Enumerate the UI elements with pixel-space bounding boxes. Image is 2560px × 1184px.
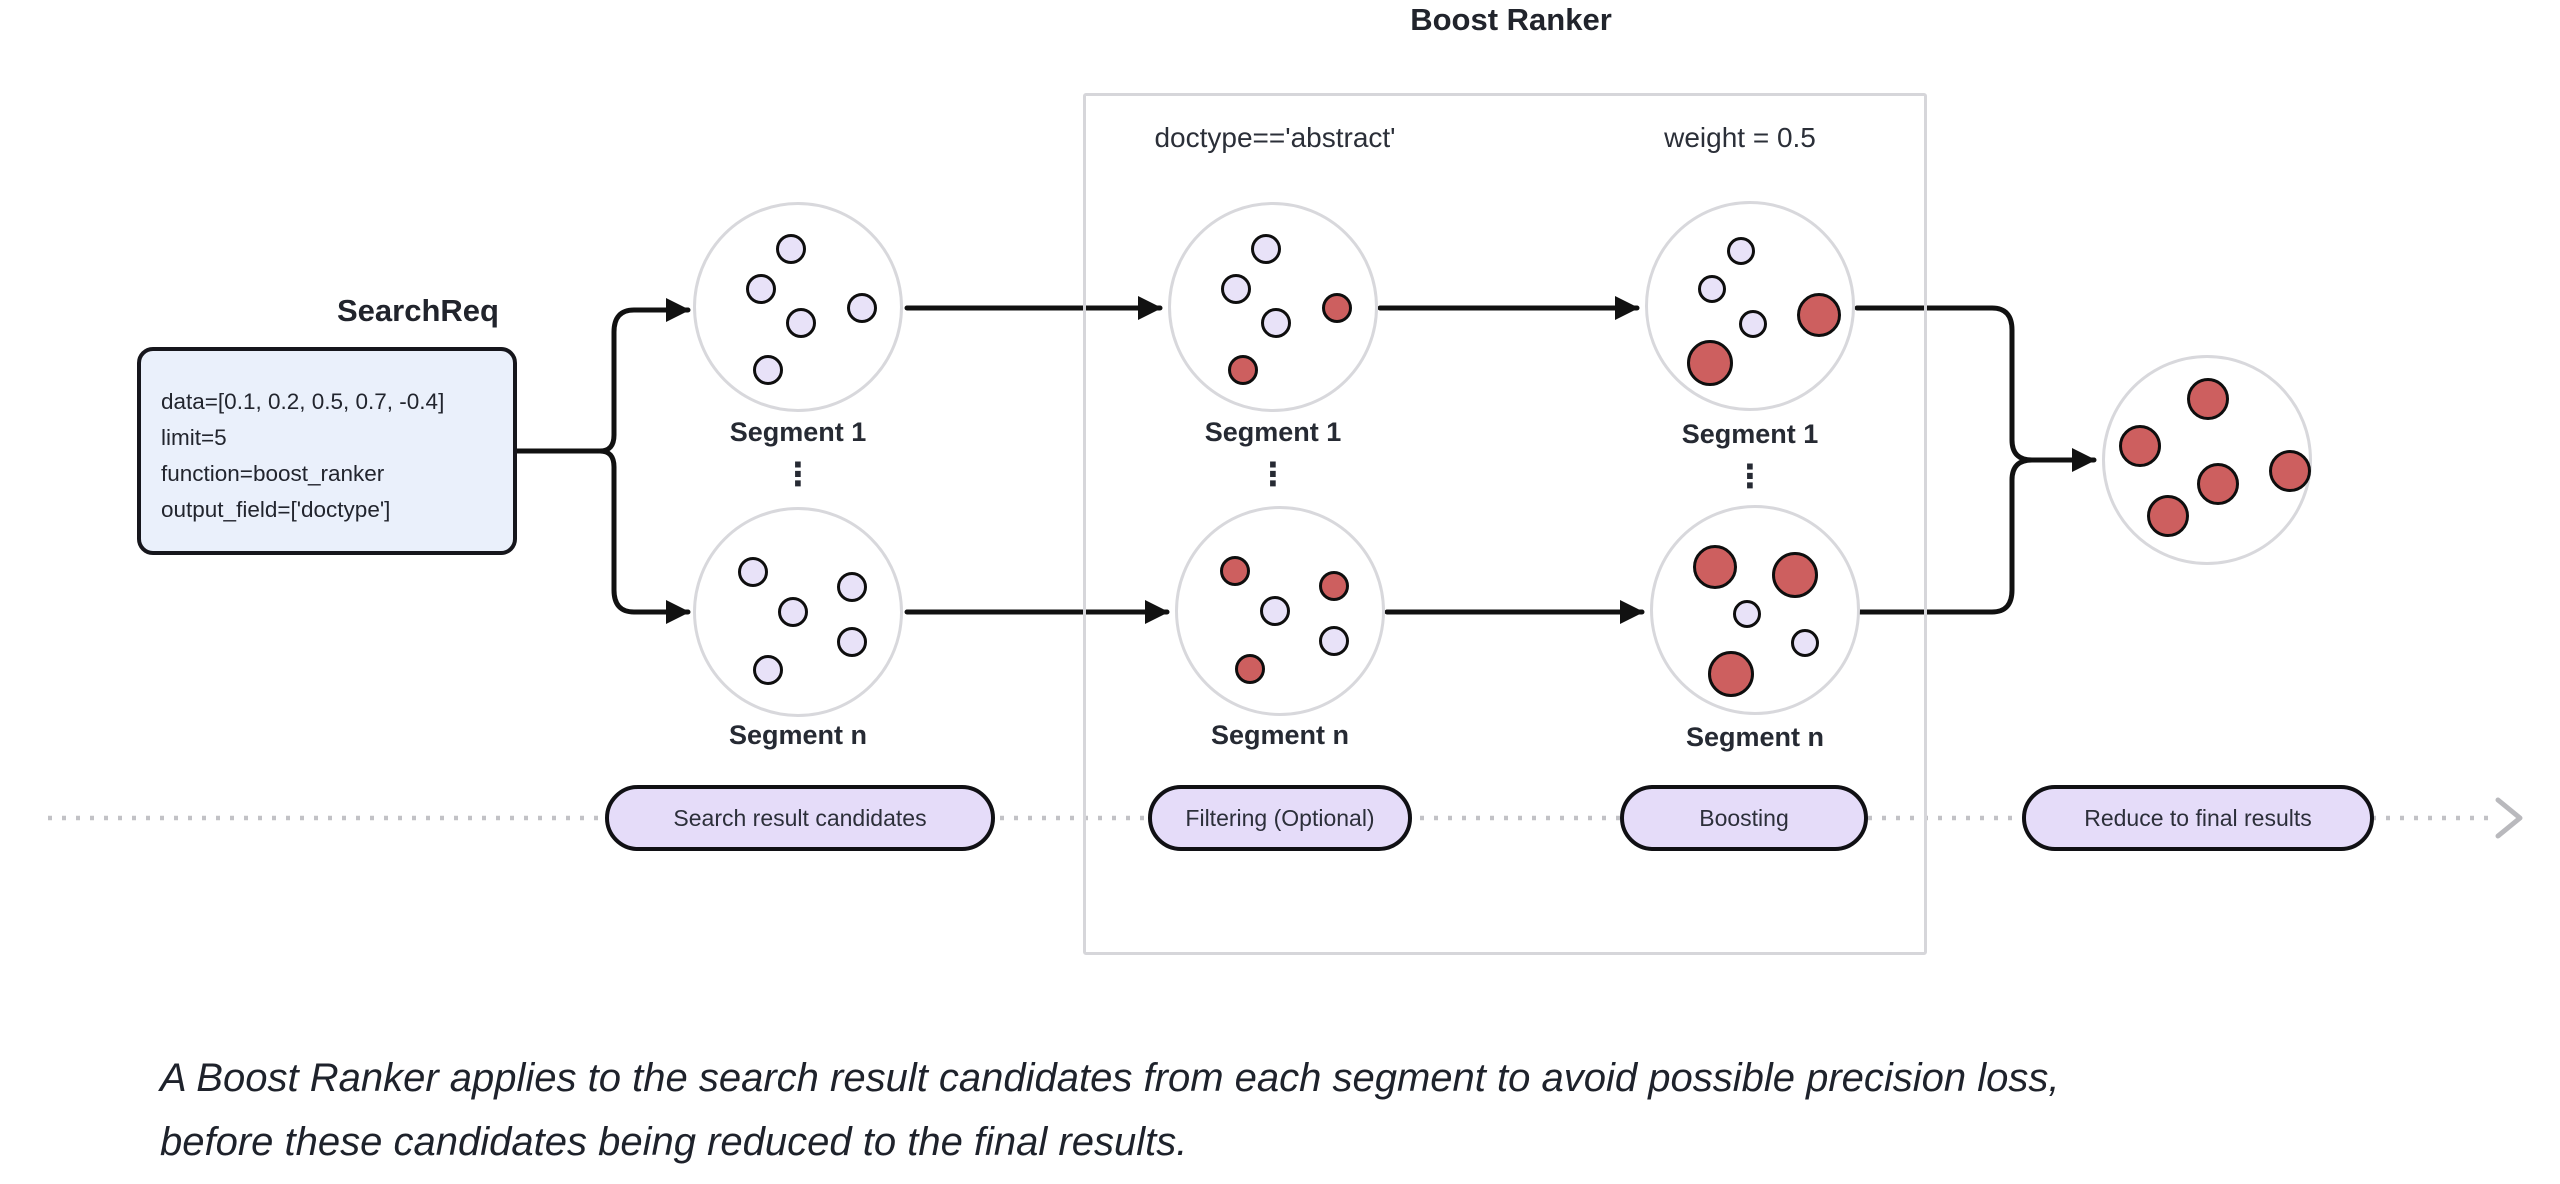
final-results-circle xyxy=(2102,355,2312,565)
candidates-segment-1-circle xyxy=(693,202,903,412)
boosted-result-dot xyxy=(2197,463,2239,505)
result-dot xyxy=(1261,308,1291,338)
result-dot xyxy=(786,308,816,338)
request-line: limit=5 xyxy=(161,425,227,450)
more-segments-ellipsis: ⋮ xyxy=(1257,456,1289,492)
split-arrow-bottom xyxy=(597,448,691,624)
result-dot xyxy=(753,655,783,685)
request-line: function=boost_ranker xyxy=(161,461,385,486)
boosted-result-dot xyxy=(1228,355,1258,385)
request-line: data=[0.1, 0.2, 0.5, 0.7, -0.4] xyxy=(161,389,445,414)
result-dot xyxy=(1251,234,1281,264)
caption-line: A Boost Ranker applies to the search res… xyxy=(160,1056,2060,1100)
boosted-result-dot xyxy=(1322,293,1352,323)
boosted-result-dot xyxy=(1687,340,1733,386)
result-dot xyxy=(746,274,776,304)
pipeline-timeline-arrow-icon xyxy=(2495,797,2523,839)
filtered-segment-1-circle xyxy=(1168,202,1378,412)
result-dot xyxy=(1260,596,1290,626)
segment-label: Segment 1 xyxy=(729,417,867,447)
boosted-result-dot xyxy=(1319,571,1349,601)
candidates-segment-n-circle xyxy=(693,507,903,717)
boosted-result-dot xyxy=(1708,651,1754,697)
result-dot xyxy=(778,597,808,627)
search-request-box: data=[0.1, 0.2, 0.5, 0.7, -0.4] limit=5 … xyxy=(137,347,517,555)
result-dot xyxy=(776,234,806,264)
stage-pill-search-result-candidates: Search result candidates xyxy=(605,785,995,851)
boosted-result-dot xyxy=(1797,293,1841,337)
split-arrow-top xyxy=(597,298,691,454)
result-dot xyxy=(1698,275,1726,303)
segment-label: Segment n xyxy=(1685,722,1825,752)
result-dot xyxy=(847,293,877,323)
caption-line: before these candidates being reduced to… xyxy=(160,1120,1188,1164)
stage-pill-reduce-to-final-results: Reduce to final results xyxy=(2022,785,2374,851)
result-dot xyxy=(1221,274,1251,304)
stage-pill-filtering-optional: Filtering (Optional) xyxy=(1148,785,1412,851)
request-line: output_field=['doctype'] xyxy=(161,497,391,522)
boosted-result-dot xyxy=(2187,378,2229,420)
segment-label: Segment 1 xyxy=(1204,417,1342,447)
result-dot xyxy=(738,557,768,587)
diagram-title: Boost Ranker xyxy=(1410,2,1612,37)
boosted-result-dot xyxy=(1220,556,1250,586)
result-dot xyxy=(837,627,867,657)
boosted-segment-n-circle xyxy=(1650,505,1860,715)
segment-label: Segment n xyxy=(1210,720,1350,750)
segment-label: Segment n xyxy=(728,720,868,750)
stage-pill-boosting: Boosting xyxy=(1620,785,1868,851)
boosted-result-dot xyxy=(1693,545,1737,589)
result-dot xyxy=(1791,629,1819,657)
boost-ranker-frame xyxy=(1083,93,1927,955)
boosted-result-dot xyxy=(2269,450,2311,492)
boosted-segment-1-circle xyxy=(1645,201,1855,411)
filtered-segment-n-circle xyxy=(1175,506,1385,716)
more-segments-ellipsis: ⋮ xyxy=(1734,458,1766,494)
result-dot xyxy=(753,355,783,385)
search-request-title: SearchReq xyxy=(337,293,499,328)
segment-label: Segment 1 xyxy=(1681,419,1819,449)
merge-line-bottom xyxy=(1857,457,2035,615)
result-dot xyxy=(837,572,867,602)
filter-expression-label: doctype=='abstract' xyxy=(1154,122,1396,153)
result-dot xyxy=(1739,310,1767,338)
merge-line-top xyxy=(1854,305,2035,463)
boosted-result-dot xyxy=(2147,495,2189,537)
diagram-caption: A Boost Ranker applies to the search res… xyxy=(160,1046,2500,1174)
boost-weight-label: weight = 0.5 xyxy=(1664,122,1816,153)
boosted-result-dot xyxy=(1235,654,1265,684)
boosted-result-dot xyxy=(2119,425,2161,467)
result-dot xyxy=(1319,626,1349,656)
result-dot xyxy=(1727,237,1755,265)
result-dot xyxy=(1733,600,1761,628)
more-segments-ellipsis: ⋮ xyxy=(782,456,814,492)
boosted-result-dot xyxy=(1772,552,1818,598)
